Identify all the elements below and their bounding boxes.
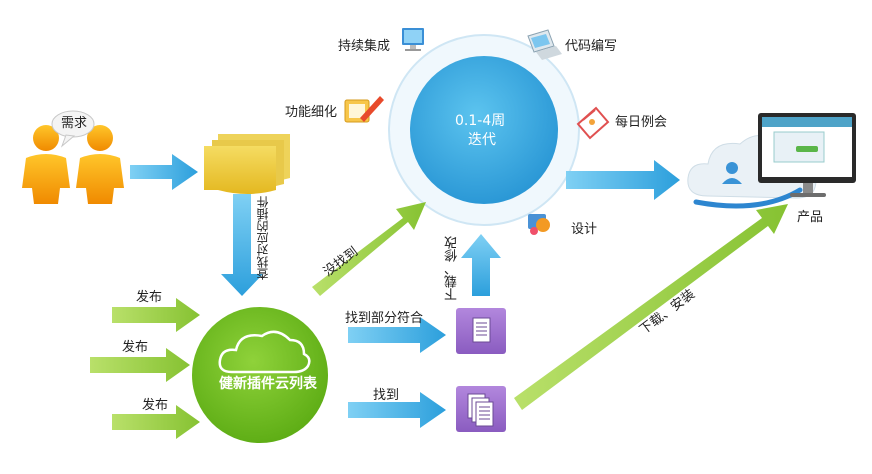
arrow-found — [348, 392, 446, 428]
arrow-publish-1 — [112, 298, 200, 332]
label-publish-1: 发布 — [136, 290, 163, 305]
product-monitor-icon — [758, 113, 856, 197]
iteration-circle — [410, 56, 558, 204]
label-publish-2: 发布 — [122, 340, 149, 355]
label-found: 找到 — [373, 388, 400, 403]
label-publish-3: 发布 — [142, 398, 169, 413]
speech-bubble-icon — [51, 110, 95, 148]
activity-standup: 每日例会 — [615, 115, 668, 130]
product-label: 产品 — [797, 210, 824, 225]
cloud-list-circle — [192, 307, 328, 443]
label-found-partial: 找到部分符合 — [345, 311, 424, 326]
monitor-icon — [402, 28, 424, 51]
arrow-iteration-to-product — [566, 160, 680, 200]
label-search-plugin: 查找对应的插件 — [256, 196, 270, 280]
activity-refine: 功能细化 — [285, 105, 338, 120]
iteration-title: 迭代 — [468, 132, 496, 148]
activity-coding: 代码编写 — [565, 39, 618, 54]
arrow-docs-to-cloud — [221, 194, 263, 296]
iteration-duration: 0.1-4周 — [455, 113, 506, 129]
arrow-publish-3 — [112, 405, 200, 439]
arrow-download-install — [514, 204, 788, 410]
arrow-download-modify — [461, 234, 501, 296]
arrow-not-found — [312, 202, 426, 296]
arrow-found-partial — [348, 317, 446, 353]
activity-ci: 持续集成 — [338, 39, 391, 54]
arrow-publish-2 — [90, 348, 190, 382]
cloud-list-label: 健新插件云列表 — [219, 376, 317, 392]
documents-icon — [204, 134, 290, 194]
partial-doc-box — [456, 308, 506, 354]
cloud-outline-icon — [218, 330, 311, 374]
pencil-ruler-icon — [344, 96, 384, 123]
calendar-icon — [576, 106, 610, 140]
design-icon — [528, 214, 550, 235]
found-docs-box — [456, 386, 506, 432]
computer-icon — [527, 29, 562, 60]
label-download-modify: 下载、修改 — [445, 236, 460, 301]
people-icon — [22, 125, 124, 204]
demand-label: 需求 — [61, 116, 88, 131]
arrow-demand-to-docs — [130, 154, 198, 190]
activity-design: 设计 — [571, 222, 598, 237]
